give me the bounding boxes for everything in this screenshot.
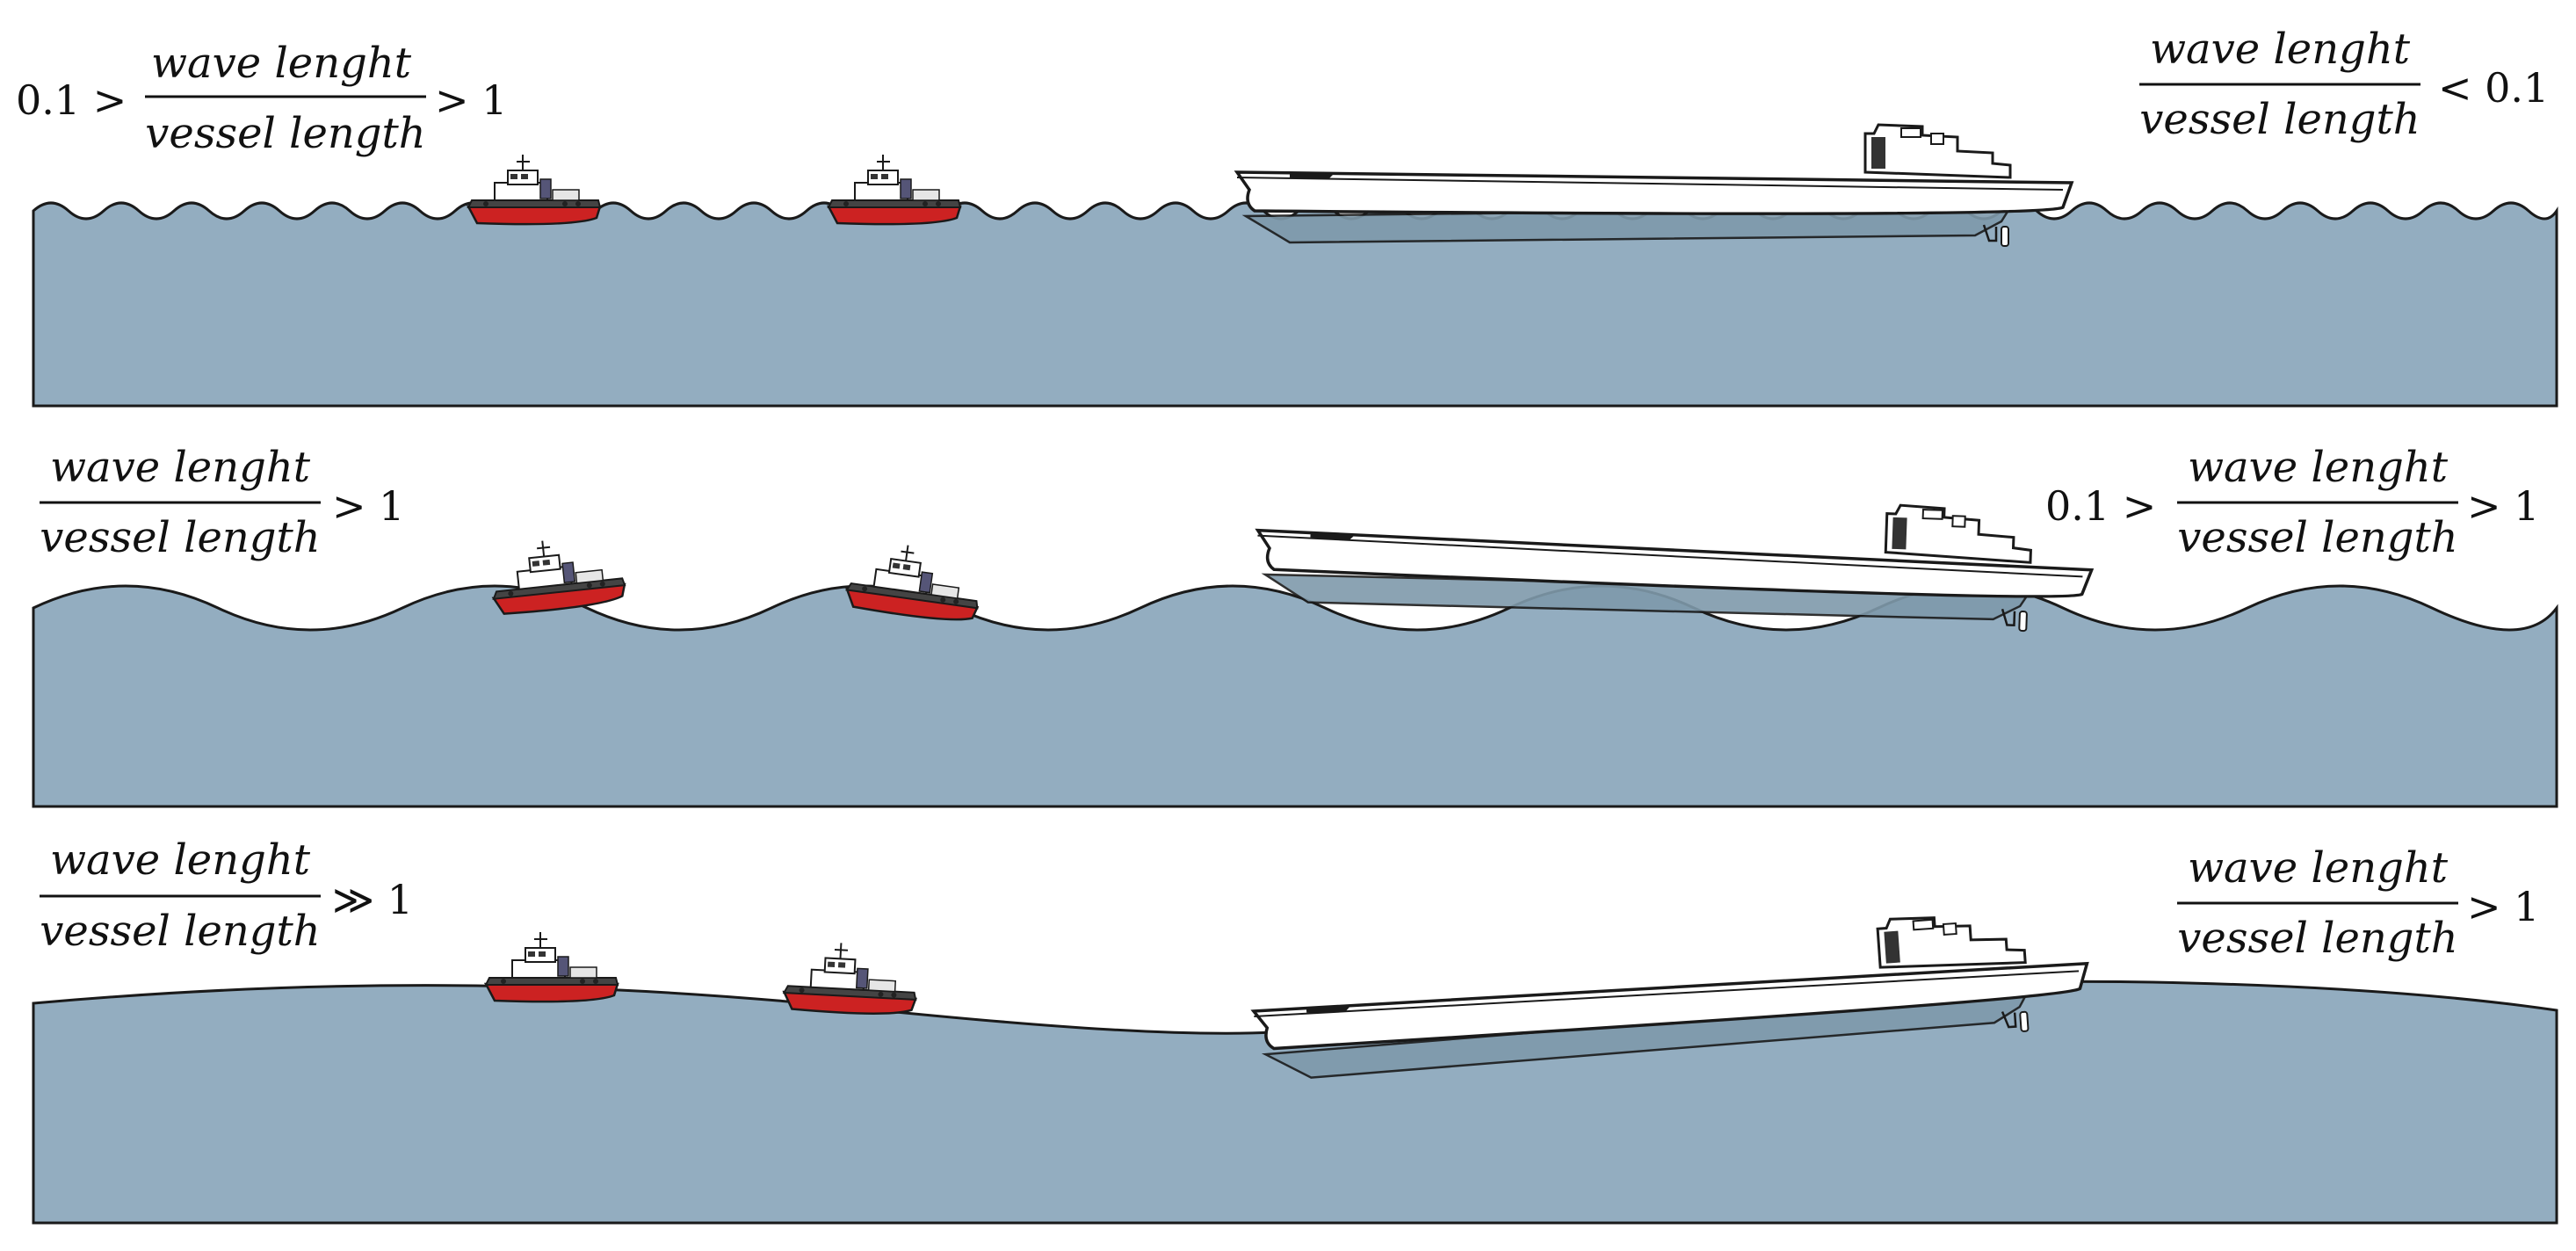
prefix: 0.1 > [16, 76, 127, 124]
condition-row3-right: wave lenght vessel length > 1 [2177, 843, 2539, 963]
suffix: > 1 [435, 76, 507, 124]
suffix: < 0.1 [2438, 64, 2549, 112]
numerator: wave lenght [50, 835, 311, 885]
tugboat-2 [827, 153, 962, 226]
suffix: > 1 [2467, 482, 2539, 530]
numerator: wave lenght [50, 443, 311, 492]
water-body [32, 584, 2558, 808]
cargo-vessel [1235, 123, 2073, 248]
condition-row1-right: wave lenght vessel length < 0.1 [2139, 25, 2549, 144]
panel-medium-waves [32, 481, 2558, 808]
tugboat-2 [782, 938, 920, 1018]
cargo-vessel [1254, 481, 2095, 635]
numerator: wave lenght [151, 39, 412, 88]
suffix: > 1 [2467, 883, 2539, 930]
suffix: > 1 [332, 482, 404, 530]
suffix: ≫ 1 [332, 876, 413, 923]
denominator: vessel length [145, 109, 425, 158]
denominator: vessel length [2139, 95, 2420, 144]
tugboat-1 [467, 153, 602, 226]
numerator: wave lenght [2188, 443, 2449, 492]
tugboat-1 [484, 930, 619, 1003]
tugboat-1 [487, 531, 628, 618]
denominator: vessel length [2177, 513, 2457, 562]
prefix: 0.1 > [2045, 482, 2156, 530]
condition-row2-right: 0.1 > wave lenght vessel length > 1 [2045, 443, 2539, 562]
denominator: vessel length [40, 513, 320, 562]
panel-long-waves [32, 904, 2558, 1225]
panel-short-waves [32, 123, 2558, 408]
numerator: wave lenght [2150, 25, 2411, 74]
numerator: wave lenght [2188, 843, 2449, 893]
denominator: vessel length [40, 907, 320, 956]
condition-row3-left: wave lenght vessel length ≫ 1 [40, 835, 413, 956]
condition-row2-left: wave lenght vessel length > 1 [40, 443, 404, 562]
condition-row1-left: 0.1 > wave lenght vessel length > 1 [16, 39, 507, 158]
denominator: vessel length [2177, 914, 2457, 963]
